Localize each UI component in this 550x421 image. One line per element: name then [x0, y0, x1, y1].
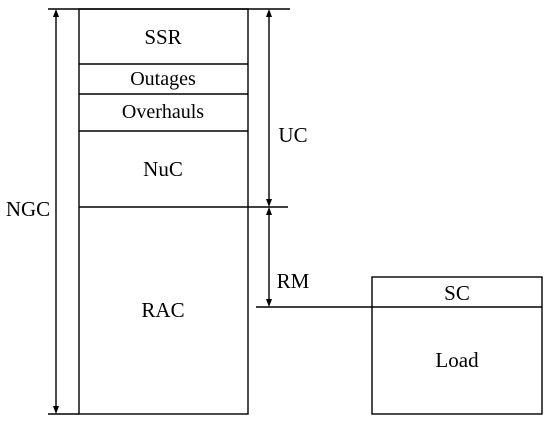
- load-box: SC Load: [371, 276, 543, 415]
- rm-label: RM: [277, 269, 310, 293]
- overhauls-label: Overhauls: [122, 101, 204, 123]
- rm-arrow-top-icon: [266, 207, 272, 215]
- ngc-dimension: NGC: [5, 9, 59, 414]
- ngc-arrow-bottom-icon: [53, 406, 59, 414]
- ngc-label-backdrop: [5, 196, 51, 222]
- rm-arrow-bottom-icon: [266, 299, 272, 307]
- uc-dimension: UC: [266, 9, 308, 207]
- uc-arrow-bottom-icon: [266, 199, 272, 207]
- ngc-label: NGC: [6, 197, 50, 221]
- uc-arrow-top-icon: [266, 9, 272, 17]
- rac-label: RAC: [141, 298, 184, 322]
- ssr-label: SSR: [144, 25, 181, 49]
- outages-label: Outages: [130, 68, 196, 90]
- rm-dimension: RM: [266, 207, 310, 307]
- ngc-arrow-top-icon: [53, 9, 59, 17]
- uc-label: UC: [278, 123, 307, 147]
- nuc-label: NuC: [143, 157, 183, 181]
- capacity-stack: SSR Outages Overhauls NuC RAC: [78, 8, 249, 415]
- load-label: Load: [435, 348, 479, 372]
- sc-label: SC: [444, 281, 470, 305]
- load-box-outline: [371, 276, 543, 415]
